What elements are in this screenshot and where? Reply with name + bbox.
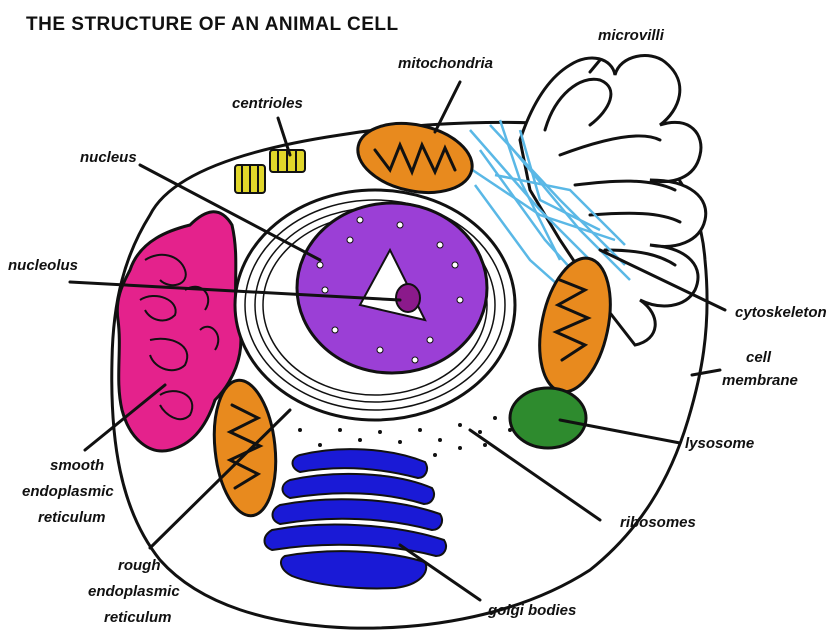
label-rough-er-line1: rough [118, 557, 161, 574]
label-ribosomes: ribosomes [620, 514, 696, 531]
label-rough-er-line3: reticulum [104, 609, 172, 626]
label-mitochondria: mitochondria [398, 55, 493, 72]
label-cytoskeleton: cytoskeleton [735, 304, 827, 321]
label-golgi-bodies: golgi bodies [487, 602, 576, 619]
label-rough-er-line2: endoplasmic [88, 583, 180, 600]
label-smooth-er-line1: smooth [50, 457, 104, 474]
label-microvilli: microvilli [598, 27, 665, 44]
label-cell-membrane-line1: cell [746, 349, 772, 366]
label-cell-membrane-line2: membrane [722, 372, 798, 389]
lysosome-shape [510, 388, 586, 448]
label-lysosome: lysosome [685, 435, 754, 452]
label-centrioles: centrioles [232, 95, 303, 112]
label-smooth-er-line3: reticulum [38, 509, 106, 526]
nucleolus-shape [396, 284, 420, 312]
label-nucleus: nucleus [80, 149, 137, 166]
label-smooth-er-line2: endoplasmic [22, 483, 114, 500]
diagram-title: THE STRUCTURE OF AN ANIMAL CELL [26, 14, 399, 35]
label-nucleolus: nucleolus [8, 257, 78, 274]
